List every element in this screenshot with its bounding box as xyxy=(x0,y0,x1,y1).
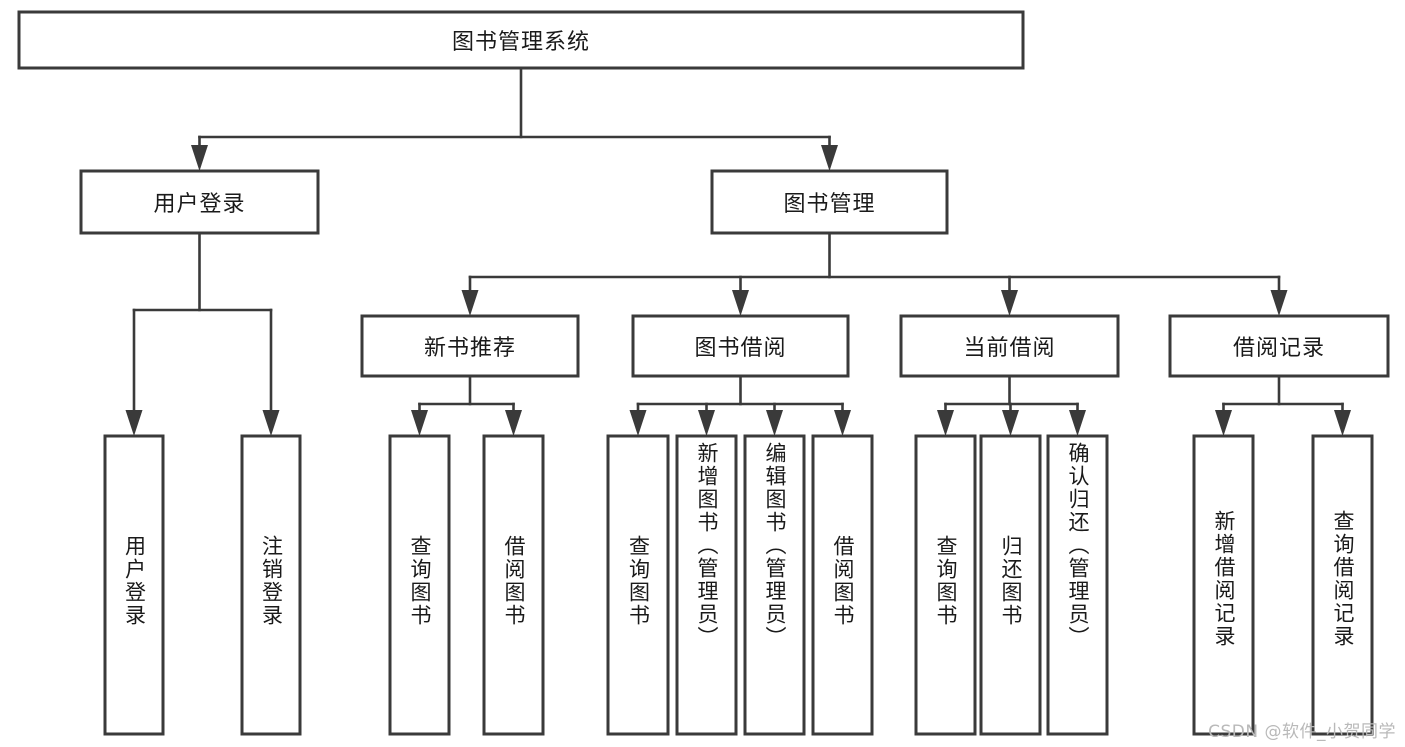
arrow-head-icon xyxy=(1334,410,1351,436)
arrow-head-icon xyxy=(505,410,522,436)
node-box-leaf-return-book[interactable] xyxy=(979,434,1042,736)
node-box-leaf-borrow-book-rec[interactable] xyxy=(482,434,545,736)
node-box-book-manage[interactable] xyxy=(710,169,949,235)
connectors-layer xyxy=(125,66,1351,436)
arrow-head-icon xyxy=(191,145,208,171)
arrow-head-icon xyxy=(834,410,851,436)
arrow-head-icon xyxy=(411,410,428,436)
arrow-head-icon xyxy=(125,410,143,436)
node-box-leaf-add-record[interactable] xyxy=(1192,434,1255,736)
node-box-leaf-borrow-book-bb[interactable] xyxy=(811,434,874,736)
node-box-root[interactable] xyxy=(17,10,1025,70)
node-box-new-book-rec[interactable] xyxy=(360,314,580,378)
node-box-borrow-record[interactable] xyxy=(1168,314,1390,378)
arrow-head-icon xyxy=(1215,410,1232,436)
arrow-head-icon xyxy=(766,410,783,436)
arrow-head-icon xyxy=(1002,410,1019,436)
arrow-head-icon xyxy=(732,290,749,316)
arrow-head-icon xyxy=(629,410,647,436)
arrow-head-icon xyxy=(1270,290,1288,316)
node-box-leaf-query-book-bb[interactable] xyxy=(606,434,670,736)
node-box-current-borrow[interactable] xyxy=(899,314,1120,378)
node-box-book-borrow[interactable] xyxy=(631,314,850,378)
node-box-leaf-user-login[interactable] xyxy=(103,434,165,736)
node-box-leaf-query-book-cb[interactable] xyxy=(914,434,977,736)
node-box-leaf-edit-book[interactable] xyxy=(743,434,806,736)
arrow-head-icon xyxy=(262,410,280,436)
arrow-head-icon xyxy=(698,410,715,436)
arrow-head-icon xyxy=(937,410,954,436)
arrow-head-icon xyxy=(1069,410,1086,436)
node-box-leaf-user-logout[interactable] xyxy=(240,434,302,736)
arrow-head-icon xyxy=(821,145,838,171)
arrow-head-icon xyxy=(461,290,479,316)
node-box-leaf-add-book[interactable] xyxy=(675,434,738,736)
node-box-user-login[interactable] xyxy=(79,169,320,235)
csdn-watermark: CSDN @软件_小贺同学 xyxy=(1208,722,1396,742)
node-box-leaf-query-book-rec[interactable] xyxy=(388,434,451,736)
node-box-leaf-query-record[interactable] xyxy=(1311,434,1374,736)
boxes-layer xyxy=(17,10,1390,736)
arrow-head-icon xyxy=(1001,290,1018,316)
node-box-leaf-confirm-return[interactable] xyxy=(1046,434,1109,736)
